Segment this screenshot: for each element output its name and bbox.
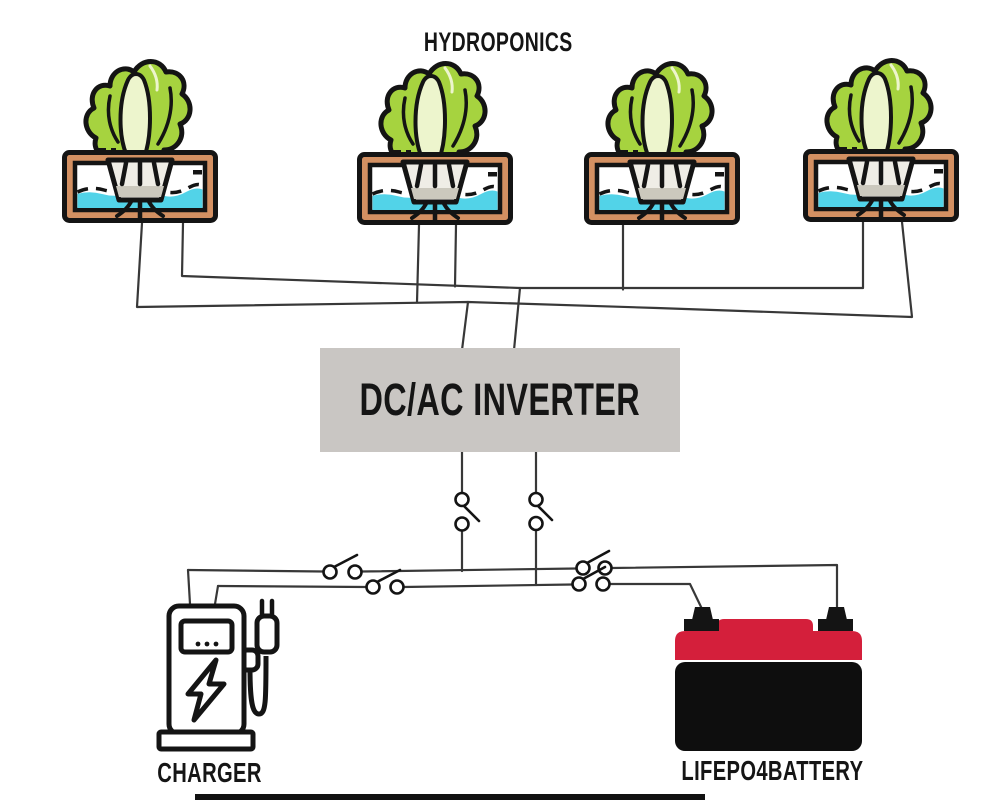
switch-lever <box>332 553 359 569</box>
wire-lower-bus <box>135 220 914 319</box>
switch-terminal <box>454 516 470 532</box>
wire-plant2-left <box>415 223 421 304</box>
battery-label-text: LIFEPO4BATTERY <box>680 755 863 786</box>
battery-terminal-left <box>692 607 713 620</box>
wire-plant2-right <box>453 223 458 288</box>
charger-display <box>178 618 235 655</box>
wire-upper-bus <box>180 220 865 290</box>
wire-top-rail <box>186 568 325 573</box>
switch-terminal <box>575 560 591 576</box>
charger-label-text: CHARGER <box>157 757 263 788</box>
switch-terminal <box>389 579 405 595</box>
charger-icon <box>156 598 280 752</box>
bottom-bar <box>195 794 705 800</box>
charger-cable <box>247 655 269 717</box>
plant-unit-3 <box>587 64 738 223</box>
battery-body <box>675 662 862 751</box>
wire-bottom-rail <box>216 584 368 589</box>
switch-lever <box>581 565 607 581</box>
diagram-title-text: HYDROPONICS <box>423 27 573 57</box>
charger-label: CHARGER <box>110 757 310 789</box>
switch-lever <box>462 504 481 523</box>
switch-terminal <box>528 515 544 532</box>
wiring <box>135 220 914 613</box>
switch-terminal <box>595 576 611 592</box>
switch-lever <box>536 504 554 522</box>
inverter-label: DC/AC INVERTER <box>320 348 680 452</box>
wire-inverter-in-left <box>460 300 470 352</box>
switch-terminal <box>347 564 363 580</box>
switch-terminal <box>528 491 544 508</box>
plant-unit-4 <box>806 61 957 220</box>
inverter-box <box>320 348 680 452</box>
plant-unit-2 <box>360 64 511 223</box>
switches <box>322 491 613 595</box>
plant-unit-1 <box>65 62 216 221</box>
lightning-bolt-icon <box>185 657 227 723</box>
switch-lever <box>585 549 611 565</box>
inverter-label-text: DC/AC INVERTER <box>359 374 641 425</box>
switch-lever <box>375 568 402 584</box>
charger-base <box>156 729 256 752</box>
diagram-title: HYDROPONICS <box>298 27 698 58</box>
plug-icon <box>254 613 280 655</box>
switch-terminal <box>365 579 381 595</box>
battery-icon <box>675 607 862 751</box>
wire-to-charger-left <box>186 568 192 606</box>
wire-to-charger-right <box>213 584 220 606</box>
switch-terminal <box>571 576 587 592</box>
switch-terminal <box>454 491 470 508</box>
battery-label: LIFEPO4BATTERY <box>622 755 922 787</box>
switch-terminal <box>322 564 338 580</box>
battery-top <box>675 619 862 660</box>
wire-inverter-in-right <box>512 286 522 352</box>
battery-terminal-right <box>826 607 847 620</box>
